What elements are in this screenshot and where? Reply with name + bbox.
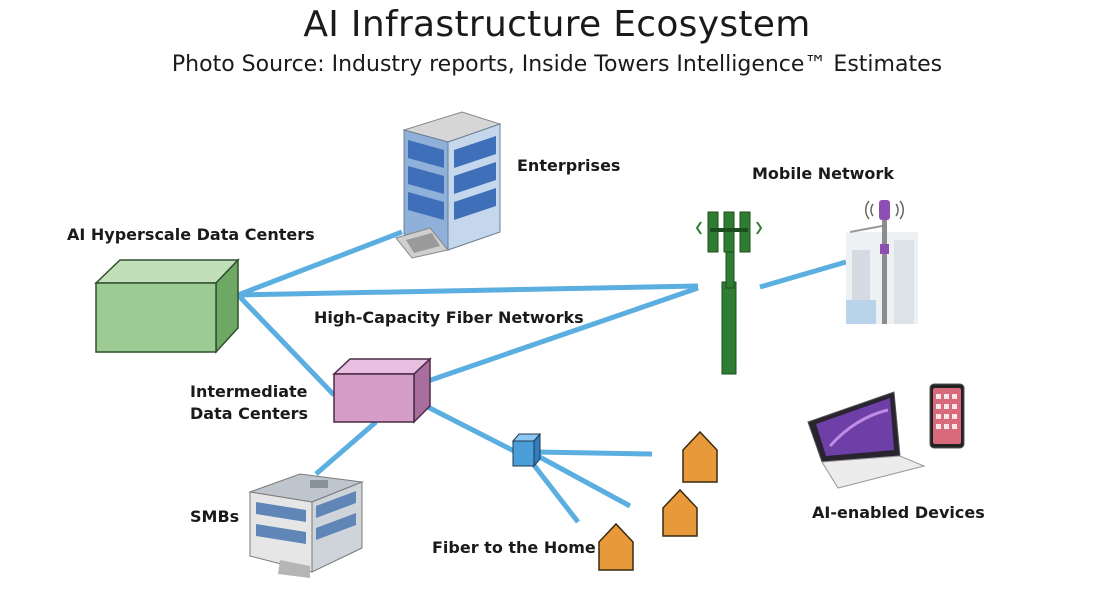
label-ai-hyperscale-data-centers: AI Hyperscale Data Centers — [67, 225, 315, 244]
label-ai-enabled-devices: AI-enabled Devices — [812, 503, 985, 522]
label-mobile-network: Mobile Network — [752, 164, 894, 183]
label-enterprises: Enterprises — [517, 156, 621, 175]
link-intermediate-splitter — [412, 397, 518, 455]
label-intermediate-line-2: Data Centers — [190, 404, 308, 423]
diagram-subtitle: Photo Source: Industry reports, Inside T… — [171, 52, 943, 77]
link-intermediate-tower — [427, 285, 699, 384]
house-icon — [682, 430, 718, 483]
smartphone-image — [929, 383, 965, 449]
connection-lines — [236, 229, 847, 524]
link-hyperscale-intermediate — [236, 293, 336, 397]
label-intermediate-data-centers: Intermediate Data Centers — [190, 381, 308, 425]
label-high-capacity-fiber-networks: High-Capacity Fiber Networks — [314, 308, 584, 327]
link-tower-mobile-site — [759, 259, 847, 290]
link-hyperscale-enterprises — [237, 229, 403, 298]
fiber-splitter-cube — [511, 432, 542, 468]
intermediate-datacenter-box — [332, 357, 432, 424]
enterprise-building-image — [395, 111, 502, 259]
house-icon — [662, 488, 698, 537]
link-splitter-house-3 — [528, 458, 580, 524]
diagram-title: AI Infrastructure Ecosystem — [303, 4, 811, 45]
smb-building-image — [248, 473, 364, 578]
house-icon — [598, 522, 634, 571]
link-splitter-house-1 — [535, 449, 653, 457]
cell-tower-image — [695, 211, 763, 375]
mobile-street-site-image — [846, 200, 918, 324]
label-intermediate-line-1: Intermediate — [190, 382, 308, 401]
link-hyperscale-tower — [237, 283, 699, 298]
laptop-image — [807, 391, 926, 489]
link-intermediate-smbs — [314, 420, 378, 476]
hyperscale-datacenter-box — [94, 258, 240, 354]
label-smbs: SMBs — [190, 507, 240, 526]
label-fiber-to-the-home: Fiber to the Home — [432, 538, 596, 557]
link-splitter-house-2 — [534, 452, 632, 509]
